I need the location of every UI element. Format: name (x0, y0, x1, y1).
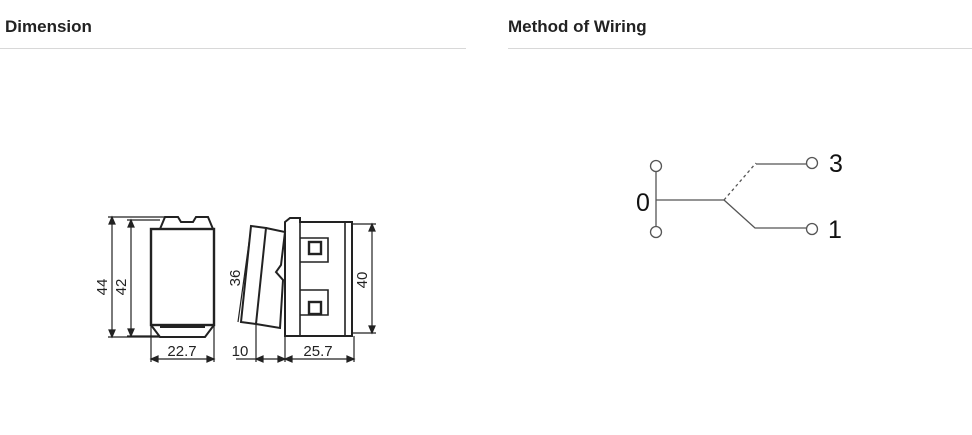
wiring-divider (508, 48, 972, 49)
terminal-circle (805, 156, 819, 170)
wiring-label-1: 1 (828, 216, 842, 244)
wiring-diagram (649, 156, 819, 239)
wiring-heading: Method of Wiring (508, 17, 647, 36)
wiring-label-0: 0 (636, 189, 650, 217)
front-view (108, 215, 216, 363)
dimension-drawing (108, 215, 376, 363)
dim-label-44: 44 (94, 279, 111, 296)
terminal-circle (649, 159, 663, 173)
dim-label-42: 42 (113, 279, 130, 296)
dimension-divider (0, 48, 466, 49)
side-view (236, 217, 376, 363)
dim-label-36: 36 (227, 270, 244, 287)
dim-label-10: 10 (232, 343, 249, 360)
dim-label-40: 40 (354, 272, 371, 289)
wiring-label-3: 3 (829, 150, 843, 178)
terminal-circle (649, 225, 663, 239)
dim-label-22-7: 22.7 (167, 343, 196, 360)
dimension-heading: Dimension (5, 17, 92, 36)
terminal-circle (805, 222, 819, 236)
dim-label-25-7: 25.7 (303, 343, 332, 360)
